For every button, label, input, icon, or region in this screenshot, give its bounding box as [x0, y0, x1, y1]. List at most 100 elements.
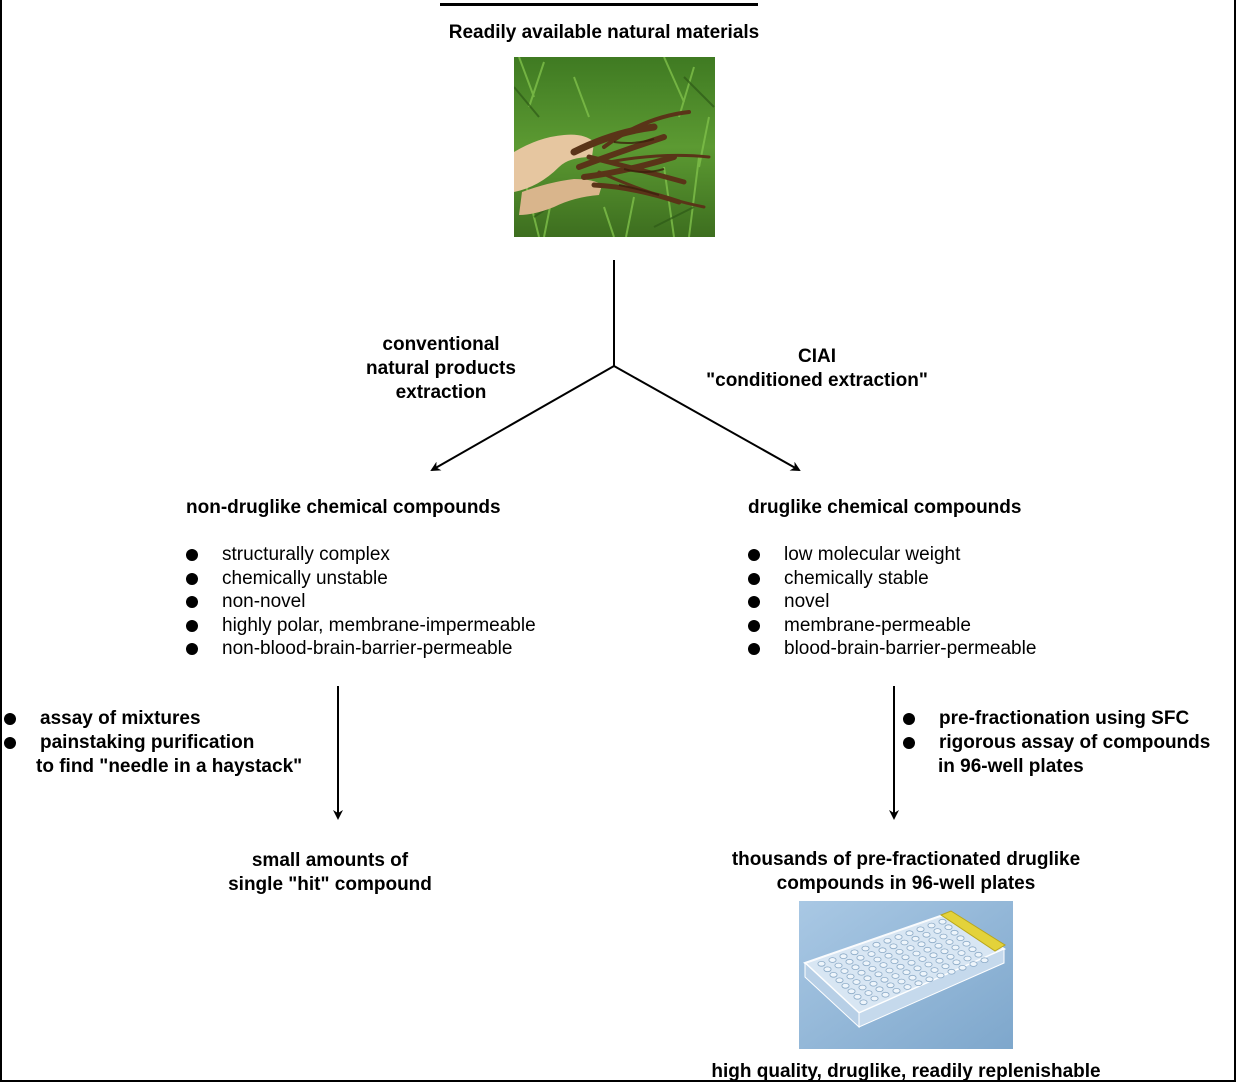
list-item: novel	[748, 590, 1036, 614]
top-rule	[440, 3, 758, 6]
left-heading: non-druglike chemical compounds	[186, 497, 501, 518]
left-result-line-2: single "hit" compound	[228, 874, 432, 895]
well	[897, 978, 906, 985]
well	[890, 958, 899, 964]
well	[951, 944, 960, 951]
left-result-line-1: small amounts of	[251, 850, 409, 871]
well-plate-photo	[799, 901, 1013, 1049]
list-item: non-novel	[186, 590, 536, 614]
well	[881, 991, 890, 998]
well	[829, 972, 838, 978]
well	[856, 954, 865, 961]
well	[916, 926, 925, 933]
well	[872, 941, 881, 948]
bullet-icon	[4, 737, 16, 749]
list-item-text: structurally complex	[222, 544, 390, 565]
well	[841, 983, 850, 989]
well	[823, 966, 832, 973]
well	[873, 956, 882, 963]
well	[939, 933, 948, 940]
well	[963, 955, 972, 962]
right-heading: druglike chemical compounds	[748, 497, 1022, 518]
list-item-text: painstaking purification	[40, 732, 255, 753]
list-item-text: non-blood-brain-barrier-permeable	[222, 638, 513, 659]
list-item-text: assay of mixtures	[40, 708, 201, 729]
well	[867, 951, 876, 957]
list-item-text: low molecular weight	[784, 544, 961, 565]
well	[857, 969, 866, 976]
well	[928, 937, 937, 944]
right-result-line-1: thousands of pre-fractionated druglike	[731, 849, 1081, 870]
well	[907, 959, 916, 966]
list-item: membrane-permeable	[748, 614, 1036, 638]
well	[886, 982, 895, 989]
well	[851, 964, 860, 970]
arrow-to-druglike	[613, 365, 801, 471]
list-item: blood-brain-barrier-permeable	[748, 637, 1036, 661]
well	[924, 961, 933, 968]
well	[927, 922, 936, 929]
list-item: rigorous assay of compounds	[903, 731, 1210, 755]
plate-caption: high quality, druglike, readily replenis…	[711, 1061, 1101, 1082]
well	[879, 962, 888, 968]
well	[891, 973, 900, 979]
well	[880, 977, 889, 983]
bullet-icon	[186, 596, 198, 608]
well	[884, 952, 893, 959]
well	[863, 975, 872, 981]
well	[908, 974, 917, 981]
right-process-list: pre-fractionation using SFC rigorous ass…	[903, 707, 1210, 755]
right-result-line-2: compounds in 96-well plates	[776, 873, 1036, 894]
list-item-text: highly polar, membrane-impermeable	[222, 614, 536, 636]
list-item-text: membrane-permeable	[784, 614, 971, 636]
left-branch-label-line-3: extraction	[395, 382, 487, 403]
list-item-text: non-novel	[222, 591, 306, 612]
well	[878, 947, 887, 953]
list-item-text: chemically stable	[784, 567, 929, 589]
bullet-icon	[903, 737, 915, 749]
well	[862, 960, 871, 967]
well	[962, 940, 971, 947]
well	[922, 931, 931, 938]
list-item: chemically stable	[748, 567, 1036, 591]
bullet-icon	[186, 572, 198, 585]
list-item: low molecular weight	[748, 543, 1036, 567]
list-item: chemically unstable	[186, 567, 536, 591]
well	[883, 937, 892, 944]
list-item: highly polar, membrane-impermeable	[186, 614, 536, 638]
well	[901, 954, 910, 961]
bullet-icon	[4, 713, 16, 725]
left-properties-list: structurally complex chemically unstable…	[186, 543, 536, 661]
well	[930, 967, 939, 973]
left-process-note: to find "needle in a haystack"	[36, 756, 303, 777]
list-item-text: chemically unstable	[222, 567, 388, 589]
well	[850, 949, 859, 956]
top-title: Readily available natural materials	[448, 22, 760, 43]
right-process-note: in 96-well plates	[938, 756, 1084, 777]
well	[906, 945, 915, 951]
well	[905, 930, 914, 937]
well	[839, 953, 848, 959]
well	[845, 958, 854, 965]
left-branch-label: conventional natural products extraction	[366, 333, 516, 405]
well	[828, 957, 837, 963]
right-branch-label-line-1: CIAI	[797, 346, 836, 367]
well	[869, 980, 878, 987]
well	[817, 960, 826, 967]
well	[861, 945, 870, 952]
well	[957, 950, 966, 956]
bullet-icon	[186, 643, 198, 655]
bullet-icon	[748, 549, 760, 561]
well	[917, 941, 926, 947]
well	[934, 942, 943, 949]
well	[889, 943, 898, 950]
left-result: small amounts of single "hit" compound	[228, 849, 432, 897]
well	[894, 934, 903, 940]
bullet-icon	[748, 643, 760, 655]
well	[935, 957, 944, 964]
well	[918, 956, 927, 962]
well	[933, 928, 942, 934]
list-item: non-blood-brain-barrier-permeable	[186, 637, 536, 661]
well	[834, 962, 843, 969]
well	[835, 977, 844, 984]
